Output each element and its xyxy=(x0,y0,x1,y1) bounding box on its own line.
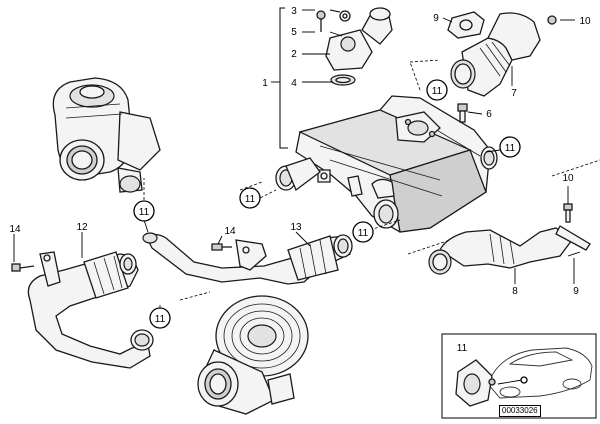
svg-text:11: 11 xyxy=(245,194,256,205)
callout-labels: 3 5 2 1 4 9 10 7 6 10 8 9 14 12 14 13 xyxy=(9,6,591,297)
label-part-2: 2 xyxy=(291,49,297,60)
callout-11-c: 11 xyxy=(239,187,261,209)
pipe-12 xyxy=(11,251,154,369)
callout-11-e: 11 xyxy=(352,221,374,243)
label-part-8: 8 xyxy=(512,286,518,297)
callout-11-a: 11 xyxy=(426,79,448,101)
callout-circle xyxy=(426,79,448,101)
label-part-9-top: 9 xyxy=(433,13,439,24)
label-part-6: 6 xyxy=(486,109,492,120)
label-part-12: 12 xyxy=(76,222,88,233)
callout-circle xyxy=(352,221,374,243)
label-part-10-right: 10 xyxy=(562,173,574,184)
label-part-14-center: 14 xyxy=(224,226,236,237)
egr-cooler xyxy=(275,95,498,233)
label-part-3: 3 xyxy=(291,6,297,17)
label-part-4: 4 xyxy=(291,78,297,89)
callout-11-b: 11 xyxy=(499,136,521,158)
svg-text:11: 11 xyxy=(155,314,166,325)
svg-text:11: 11 xyxy=(139,207,150,218)
label-part-13: 13 xyxy=(290,222,302,233)
callout-11-g: 11 xyxy=(457,343,468,354)
svg-text:11: 11 xyxy=(505,143,516,154)
bolt-6 xyxy=(457,103,468,123)
label-part-9-right: 9 xyxy=(573,286,579,297)
flange-assembly xyxy=(316,7,393,86)
egr-valve-lower xyxy=(197,295,309,415)
pipe-13 xyxy=(142,232,353,285)
callout-circle xyxy=(499,136,521,158)
lower-right-pipe xyxy=(428,203,591,275)
label-part-5: 5 xyxy=(291,27,297,38)
label-part-10-top: 10 xyxy=(579,16,591,27)
callout-circle xyxy=(133,200,155,222)
callout-11-f: 11 xyxy=(149,307,171,329)
egr-valve-upper xyxy=(52,77,161,193)
svg-text:11: 11 xyxy=(457,343,468,354)
svg-text:11: 11 xyxy=(358,228,369,239)
upper-right-pipe xyxy=(447,11,557,97)
callout-circle xyxy=(239,187,261,209)
label-part-14-left: 14 xyxy=(9,224,21,235)
callout-circle xyxy=(149,307,171,329)
inset-vehicle-view xyxy=(441,333,597,419)
diagram-id-code: 00033026 xyxy=(499,405,541,417)
svg-text:11: 11 xyxy=(432,86,443,97)
callout-11-d: 11 xyxy=(133,200,155,222)
label-part-1: 1 xyxy=(262,78,268,89)
label-part-7: 7 xyxy=(511,88,517,99)
